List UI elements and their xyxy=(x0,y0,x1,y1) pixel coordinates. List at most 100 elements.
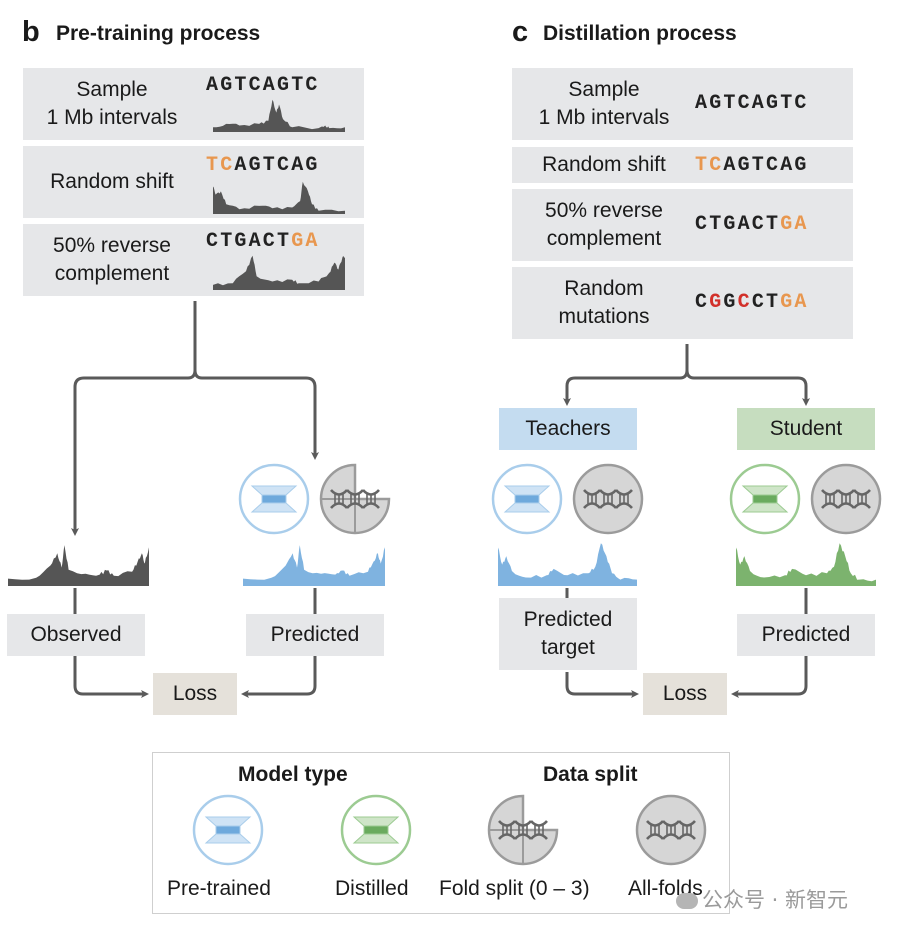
signal-track xyxy=(213,255,345,290)
step-label-line: 1 Mb intervals xyxy=(538,106,670,129)
all-folds-icon-graphic xyxy=(810,463,882,535)
step-label: 50% reverse complement xyxy=(512,197,696,253)
signal-area xyxy=(213,255,345,290)
pretrain-step-shift: Random shift TCAGTCAG xyxy=(23,146,364,218)
panel-c-title: Distillation process xyxy=(543,22,737,45)
watermark: 公众号 · 新智元 xyxy=(676,884,848,914)
wechat-icon xyxy=(676,893,698,909)
predicted-signal-track xyxy=(243,545,385,586)
legend-label-fold-split: Fold split (0 – 3) xyxy=(439,877,590,900)
fold-split-icon-graphic xyxy=(319,463,391,535)
predicted-to-loss xyxy=(241,656,317,698)
pre-trained-model-icon-graphic xyxy=(192,794,264,866)
signal-area xyxy=(736,543,876,586)
step-label-line: Sample xyxy=(76,78,148,101)
step-label: Random shift xyxy=(512,151,696,179)
sequence-segment: CT xyxy=(751,291,781,314)
sequence: CTGACTGA xyxy=(695,213,809,236)
step-label-line: mutations xyxy=(558,305,650,328)
observed-signal-track xyxy=(8,545,149,586)
signal-area xyxy=(213,99,345,132)
sequence: AGTCAGTC xyxy=(695,92,809,115)
sequence-segment: TC xyxy=(695,154,724,177)
distill-step-revcomp: 50% reverse complement CTGACTGA xyxy=(512,189,853,261)
signal-area xyxy=(8,545,149,586)
all-folds-icon-graphic xyxy=(572,463,644,535)
legend-label-distilled: Distilled xyxy=(335,877,409,900)
all-folds-icon-graphic xyxy=(635,794,707,866)
observed-to-loss xyxy=(73,656,149,698)
pretrain-split-connector xyxy=(71,301,197,536)
watermark-text: 公众号 · 新智元 xyxy=(702,888,849,912)
distill-step-mutations: Random mutations CGGCCTGA xyxy=(512,267,853,339)
sequence-segment: CTGACT xyxy=(695,213,781,236)
all-folds-icon xyxy=(634,793,708,872)
sequence-segment: G xyxy=(709,291,724,314)
distilled-model-icon-graphic xyxy=(729,463,801,535)
predicted-target-line: target xyxy=(541,636,595,659)
student-signal-track xyxy=(736,543,876,586)
step-label-line: Sample xyxy=(568,78,640,101)
sequence-segment: G xyxy=(723,291,738,314)
fold-split-icon xyxy=(486,793,560,872)
step-label-line: 50% reverse xyxy=(545,199,663,222)
step-label: Sample 1 Mb intervals xyxy=(23,76,201,132)
sequence: TCAGTCAG xyxy=(206,154,320,177)
step-label-line: 1 Mb intervals xyxy=(46,106,178,129)
step-label-line: 50% reverse xyxy=(53,234,171,257)
observed-label: Observed xyxy=(7,614,145,656)
loss-label: Loss xyxy=(153,673,237,715)
distill-loss-label: Loss xyxy=(643,673,727,715)
step-label: 50% reverse complement xyxy=(23,232,201,288)
sequence-segment: C xyxy=(737,291,752,314)
distilled-model-icon-graphic xyxy=(340,794,412,866)
distill-split-connector xyxy=(563,344,689,406)
sequence-segment: AGTCAGTC xyxy=(206,74,320,97)
teacher-signal-track xyxy=(498,543,637,586)
step-label: Sample 1 Mb intervals xyxy=(512,76,696,132)
fold-split-icon-graphic xyxy=(487,794,559,866)
distill-step-shift: Random shift TCAGTCAG xyxy=(512,147,853,183)
student-predicted-label: Predicted xyxy=(737,614,875,656)
pre-trained-model-icon xyxy=(237,462,311,541)
legend: Model type Data split xyxy=(152,752,730,914)
sequence-segment: AGTCAG xyxy=(234,154,320,177)
pre-trained-model-icon-graphic xyxy=(491,463,563,535)
distill-step-sample: Sample 1 Mb intervals AGTCAGTC xyxy=(512,68,853,140)
sequence-segment: AGTCAG xyxy=(723,154,809,177)
legend-model-type-heading: Model type xyxy=(238,763,348,786)
pre-trained-model-icon xyxy=(191,793,265,872)
pre-trained-model-icon-graphic xyxy=(238,463,310,535)
sequence: TCAGTCAG xyxy=(695,154,809,177)
sequence-segment: GA xyxy=(780,213,809,236)
legend-data-split-heading: Data split xyxy=(543,763,638,786)
distilled-model-icon xyxy=(728,462,802,541)
sequence-segment: TC xyxy=(206,154,235,177)
all-folds-icon xyxy=(809,462,883,541)
sequence: AGTCAGTC xyxy=(206,74,320,97)
step-label-line: complement xyxy=(54,262,170,285)
step-label-line: complement xyxy=(546,227,662,250)
signal-track xyxy=(213,181,345,214)
sequence-segment: C xyxy=(695,291,710,314)
signal-area xyxy=(498,543,637,586)
pretrain-split-connector xyxy=(193,369,319,460)
sequence-segment: AGTCAGTC xyxy=(695,92,809,115)
pre-trained-model-icon xyxy=(490,462,564,541)
step-label-line: Random xyxy=(564,277,644,300)
distill-split-connector xyxy=(685,369,810,406)
panel-b-letter: b xyxy=(22,16,40,48)
step-label-line: Random shift xyxy=(542,153,666,176)
sequence: CTGACTGA xyxy=(206,230,320,253)
sequence-segment: GA xyxy=(780,291,809,314)
fold-split-icon xyxy=(318,462,392,541)
panel-b-title: Pre-training process xyxy=(56,22,261,45)
step-label: Random mutations xyxy=(512,275,696,331)
distilled-model-icon xyxy=(339,793,413,872)
sequence-segment: GA xyxy=(291,230,320,253)
step-label: Random shift xyxy=(23,168,201,196)
student-to-loss xyxy=(731,656,808,698)
all-folds-icon xyxy=(571,462,645,541)
target-to-loss xyxy=(565,672,639,698)
